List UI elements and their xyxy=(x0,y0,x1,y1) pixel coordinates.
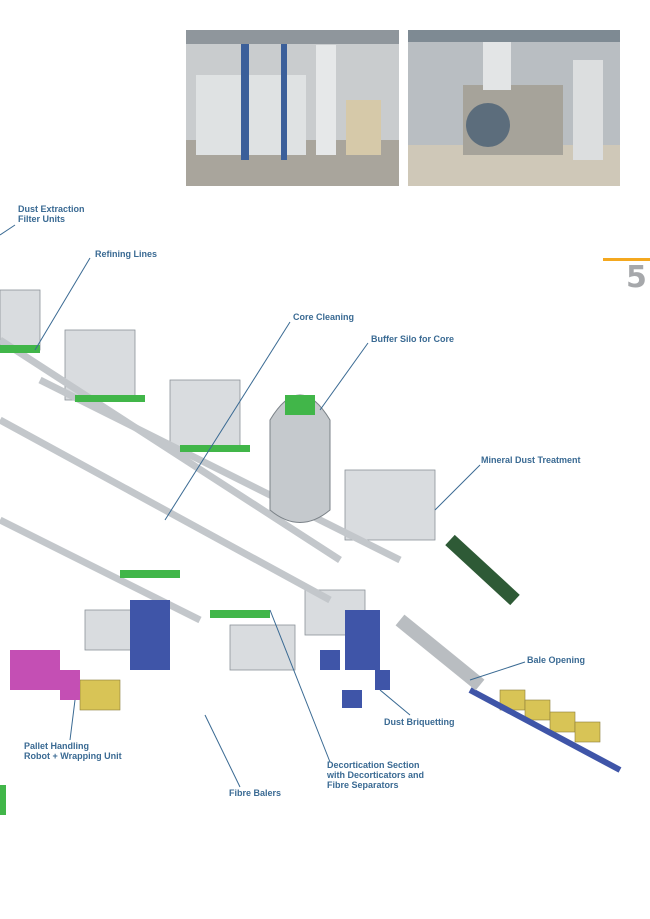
label-buffer-silo: Buffer Silo for Core xyxy=(371,334,455,344)
label-dust-briquetting: Dust Briquetting xyxy=(384,717,455,727)
page-number-accent-bar xyxy=(603,258,650,261)
label-fibre-balers: Fibre Balers xyxy=(229,788,282,798)
page-number: 5 xyxy=(626,260,647,295)
label-mineral-dust-treatment: Mineral Dust Treatment xyxy=(481,455,581,465)
photo-decorticator xyxy=(408,30,620,186)
label-decortication-section: Decortication Section with Decorticators… xyxy=(327,760,425,790)
photo-filter-units xyxy=(186,30,399,186)
label-dust-extraction: Dust Extraction Filter Units xyxy=(18,204,85,224)
label-core-cleaning: Core Cleaning xyxy=(293,312,355,322)
label-bale-opening: Bale Opening xyxy=(527,655,586,665)
label-pallet-handling: Pallet Handling Robot + Wrapping Unit xyxy=(24,741,122,761)
label-refining-lines: Refining Lines xyxy=(95,249,158,259)
